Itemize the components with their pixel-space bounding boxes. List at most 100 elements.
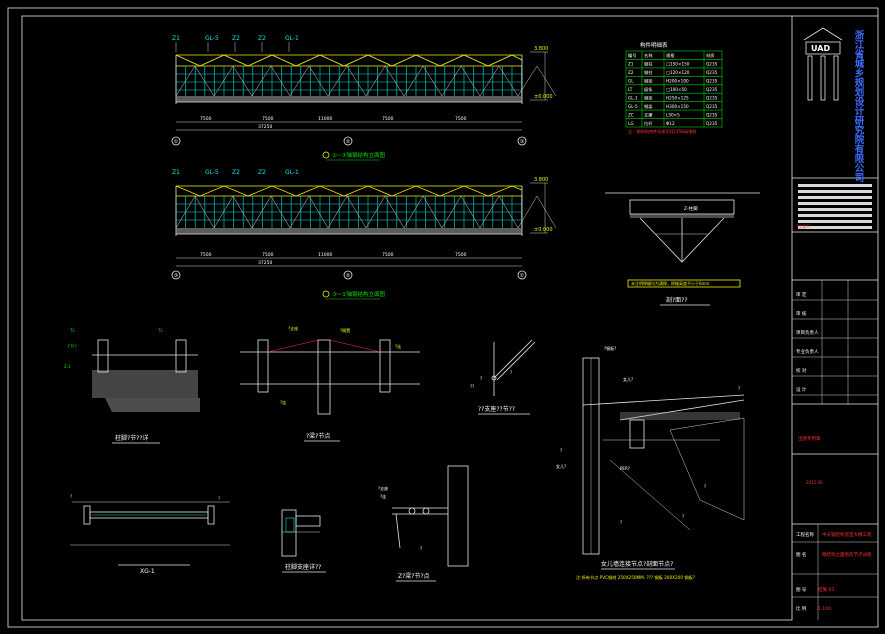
svg-text:?: ?: [70, 494, 72, 499]
elev1-col-label-3: Z2: [232, 35, 240, 42]
elevation-1: Z1 GL-5 Z2 Z2 GL-1 3.800 ±0.000: [171, 35, 557, 161]
member-table-cell: Q235: [706, 87, 718, 92]
member-table-cell: GL-5: [628, 104, 638, 109]
member-table-header: 规格: [666, 52, 675, 59]
drawing-scale: 1:100: [818, 606, 831, 612]
svg-text:女儿?: 女儿?: [623, 376, 633, 382]
member-table-cell: 拉杆: [644, 120, 653, 127]
member-table-cell: 钢柱: [644, 61, 653, 68]
svg-text:?: ?: [480, 376, 482, 381]
svg-text:?: ?: [738, 386, 740, 391]
member-table-cell: Z2: [628, 70, 634, 75]
detail-z-beam-node: ?支座?连? Z?梁?节?点: [378, 465, 469, 582]
svg-text:F?F?: F?F?: [68, 344, 77, 349]
elev2-col-label-2: GL-5: [205, 169, 219, 176]
elev1-top-elevation: 3.800: [534, 46, 548, 52]
member-table-cell: Φ12: [666, 121, 675, 126]
company-logo: UAD: [803, 27, 843, 101]
elev2-dim-5: 7500: [455, 252, 467, 258]
signature-row-label: 审 定: [796, 291, 807, 298]
svg-text:TL: TL: [69, 328, 75, 333]
detail-beam-joint: ?支座?搁置?连?连 ?梁?节点: [240, 325, 420, 442]
member-table-cell: LT: [628, 87, 633, 92]
svg-text:PER?: PER?: [620, 466, 630, 471]
signature-row-label: 校 对: [796, 367, 807, 374]
member-table-cell: 钢梁: [644, 103, 653, 110]
member-table-cell: H250×125: [666, 95, 689, 100]
detail-4-caption: XG-1: [140, 568, 155, 575]
member-table-cell: Q235: [706, 79, 718, 84]
signature-row-label: 设 计: [796, 386, 807, 393]
svg-text:?: ?: [620, 520, 622, 525]
member-table-header: 编号: [628, 52, 636, 59]
detail-2-caption: ?梁?节点: [306, 432, 330, 440]
member-table-cell: H300×150: [666, 104, 689, 109]
elev1-col-label-5: GL-1: [285, 35, 299, 42]
elev1-dim-2: 7500: [262, 116, 274, 122]
elev2-grid-mid: ②: [346, 273, 351, 279]
member-table-cell: 钢梁: [644, 78, 653, 85]
company-logo-text: UAD: [811, 44, 830, 53]
elev1-grid-right: ③: [520, 139, 524, 145]
elev2-col-label-5: GL-1: [285, 169, 299, 176]
elev1-grid-mid: ②: [346, 139, 351, 145]
member-table-cell: Q235: [706, 121, 718, 126]
member-table-cell: ZC: [628, 112, 634, 117]
member-table-note: 注：钢结构构件均采用Q235B级钢材: [628, 128, 697, 135]
member-table-cell: 钢柱: [644, 69, 653, 76]
elev1-total-dim: 37250: [258, 124, 272, 130]
scale-label: 比 例: [796, 605, 807, 612]
title-block: UAD 浙江省城乡规划设计研究院有限公司 ?工程?? 审 定审 核项目负责人专业…: [792, 15, 878, 620]
elev1-caption: ①~③轴钢结构立面图: [332, 151, 385, 159]
member-table-cell: Q235: [706, 104, 718, 109]
elev2-dim-3: 11000: [318, 252, 332, 258]
section-detail-note: 未注明焊缝均为满焊，焊缝高度不小于6mm: [631, 280, 709, 286]
detail-7-caption: 女儿墙连接节点?剖面节点?: [601, 560, 673, 568]
elev1-col-label-2: GL-5: [205, 35, 219, 42]
svg-text:?搁置: ?搁置: [340, 327, 350, 333]
svg-text:?支座: ?支座: [288, 325, 298, 331]
member-table-header: 材质: [706, 52, 714, 59]
member-table-cell: □120×120: [666, 70, 690, 75]
elev2-zero-elevation: ±0.000: [534, 227, 553, 233]
elev2-dim-2: 7500: [262, 252, 274, 258]
detail-1-caption: 柱脚?节??详: [115, 434, 149, 442]
member-table-cell: 钢梁: [644, 94, 653, 101]
section-detail-label: Z-柱脚: [684, 205, 698, 212]
svg-text:?工程??: ?工程??: [796, 223, 810, 229]
drawing-name: 钢结构立面图及节点详图: [822, 551, 872, 558]
number-label: 图 号: [796, 587, 807, 593]
company-name: 浙江省城乡规划设计研究院有限公司: [853, 29, 866, 183]
member-table-cell: L50×5: [666, 112, 680, 117]
svg-text:?: ?: [218, 496, 220, 501]
elev2-col-label-3: Z2: [232, 169, 240, 176]
svg-text:TL: TL: [157, 328, 163, 333]
svg-text:女儿?: 女儿?: [556, 463, 566, 469]
elev2-total-dim: 37250: [258, 260, 272, 266]
member-table-title: 构件明细表: [640, 41, 668, 49]
member-table-cell: □100×50: [666, 87, 687, 92]
member-table-cell: GL-1: [628, 95, 638, 100]
detail-parapet: ?钢板?女儿?? ?女儿?PER? ??? 女儿墙连接节点?剖面节点? 注:所有…: [556, 345, 745, 581]
elev2-top-elevation: 3.800: [534, 177, 548, 183]
elev1-col-label-1: Z1: [172, 35, 180, 42]
elev2-dim-4: 7500: [382, 252, 394, 258]
detail-xg1: ?? XG-1: [70, 494, 230, 575]
detail-column-footing: TL F?F? Z-1 TL 柱脚?节??详: [64, 328, 200, 444]
member-table-cell: H200×100: [666, 79, 689, 84]
svg-text:?: ?: [420, 546, 422, 551]
elev2-grid-left: ③: [174, 273, 178, 279]
svg-text:?支座: ?支座: [378, 485, 388, 491]
svg-text:Z-1: Z-1: [64, 364, 71, 369]
detail-brace-support: ???? ??支座??节??: [470, 339, 536, 415]
signature-row-label: 专业负责人: [796, 348, 819, 355]
elev2-dim-1: 7500: [200, 252, 212, 258]
elev2-col-label-4: Z2: [258, 169, 266, 176]
elev1-grid-left: ①: [174, 139, 179, 145]
signature-row-label: 项目负责人: [796, 329, 819, 336]
svg-text:?连: ?连: [395, 343, 401, 349]
project-name: 中天钢结构温室大棚工程: [822, 531, 872, 538]
svg-text:??: ??: [470, 384, 474, 389]
